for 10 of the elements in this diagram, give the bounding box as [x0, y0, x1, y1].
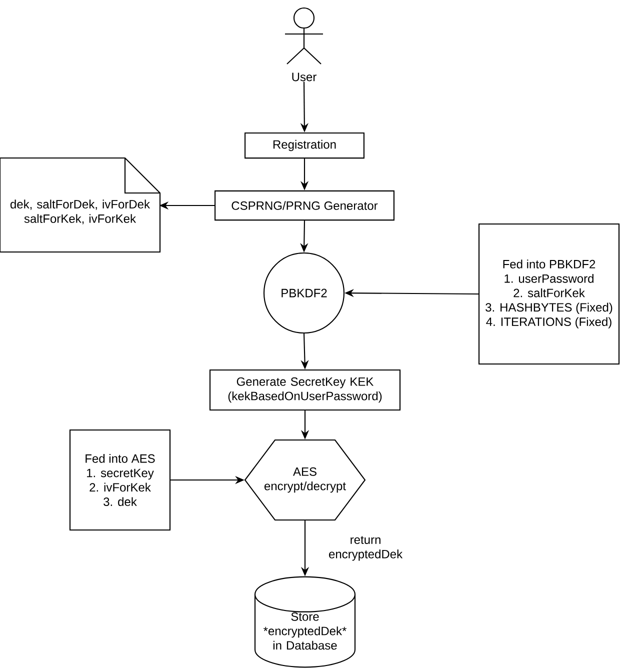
database-cylinder: Store *encryptedDek* in Database — [254, 576, 356, 668]
edge-label: return encryptedDek — [324, 534, 407, 562]
process-box: Fed into AES 1. secretKey 2. ivForKek 3. dek — [69, 429, 171, 531]
process-box: Fed into PBKDF2 1. userPassword 2. saltForKek 3. HASHBYTES (Fixed) 4. ITERATIONS (Fixed) — [478, 223, 620, 365]
process-hexagon: AES encrypt/decrypt — [244, 439, 366, 521]
process-box: Registration — [244, 132, 364, 159]
actor-label: User — [292, 72, 316, 82]
process-box: CSPRNG/PRNG Generator — [214, 190, 394, 221]
note-box: dek, saltForDek, ivForDek saltForKek, ivForKek — [0, 157, 161, 253]
process-box: Generate SecretKey KEK (kekBasedOnUserPassword) — [209, 369, 401, 411]
